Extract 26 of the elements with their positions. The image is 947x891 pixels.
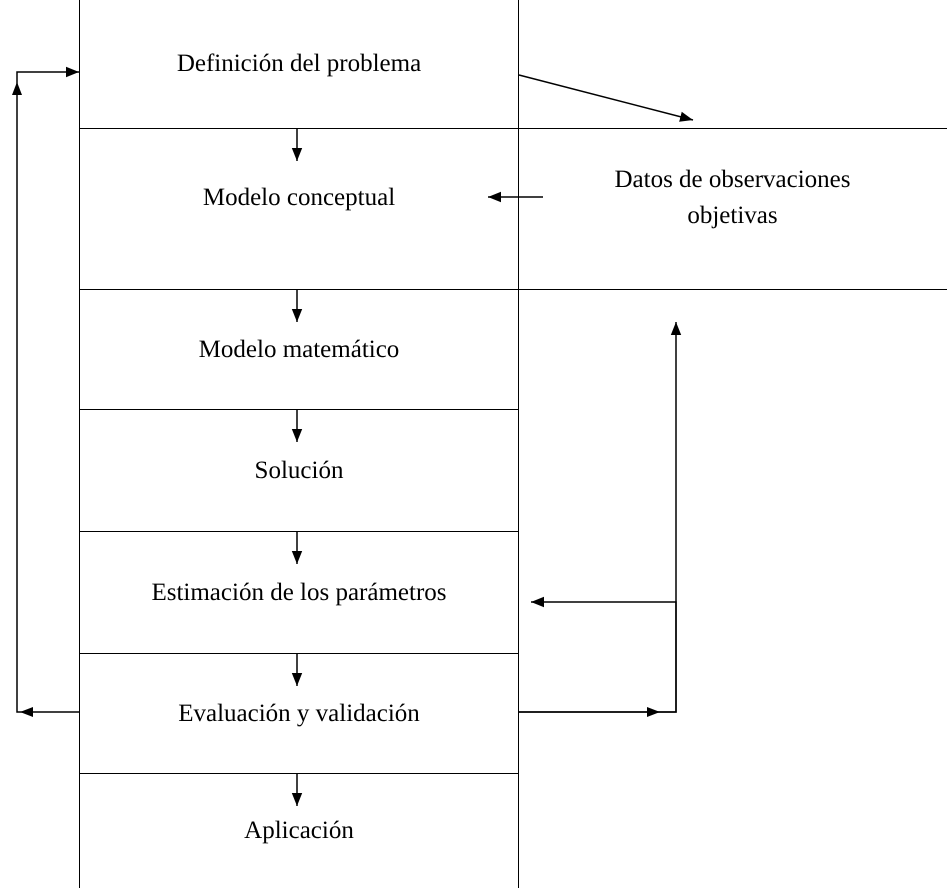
arrow [292, 531, 302, 564]
process-box [79, 773, 519, 888]
process-box [79, 0, 519, 129]
step-label: Modelo conceptual [202, 183, 396, 214]
step-label: Evaluación y validación [178, 698, 420, 729]
process-box [79, 409, 519, 532]
arrow [292, 289, 302, 322]
process-box [79, 653, 519, 774]
step-label: Datos de observaciones objetivas [613, 164, 852, 231]
process-box [518, 128, 947, 290]
step-label: Estimación de los parámetros [151, 578, 447, 608]
process-box [79, 128, 519, 290]
step-label: Definición del problema [176, 49, 422, 80]
step-label: Solución [254, 456, 344, 486]
arrow [292, 128, 302, 161]
process-box [79, 289, 519, 410]
step-label: Modelo matemático [198, 334, 400, 365]
arrow [12, 66, 79, 717]
arrow [519, 596, 677, 713]
process-box [79, 531, 519, 654]
arrow [292, 409, 302, 442]
arrow [292, 653, 302, 686]
arrow [488, 192, 543, 202]
arrow [518, 74, 694, 122]
arrow [292, 773, 302, 806]
step-label: Aplicación [244, 816, 354, 846]
